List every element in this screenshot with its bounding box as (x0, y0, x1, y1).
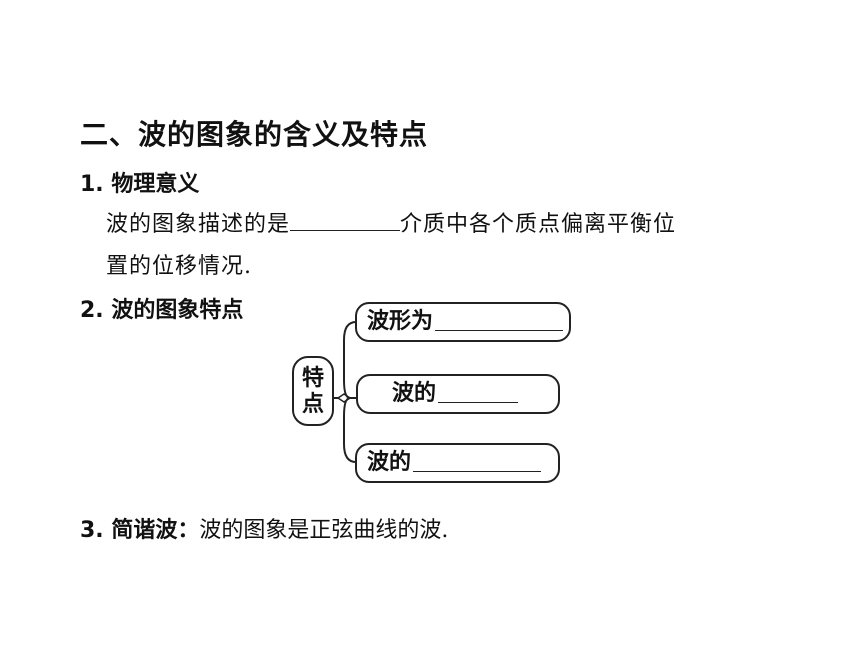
branch-3-label: 波的 (367, 450, 412, 475)
branch-1-label: 波形为 (367, 309, 434, 334)
branch-1: 波形为 (355, 302, 571, 342)
section1-title: 1. 物理意义 (80, 172, 200, 197)
section3-line: 3. 简谐波：波的图象是正弦曲线的波. (80, 512, 448, 544)
section1-line1: 波的图象描述的是 介质中各个质点偏离平衡位 (106, 206, 676, 238)
branch-3: 波的 (355, 443, 560, 483)
section-heading: 二、波的图象的含义及特点 (80, 118, 429, 151)
fill-blank-1 (290, 208, 401, 231)
root-char-1: 特 (301, 366, 324, 391)
branch-2-label: 波的 (392, 381, 437, 406)
section3-title: 3. 简谐波： (80, 518, 200, 543)
branch-3-blank (413, 445, 542, 472)
section1-line1-before: 波的图象描述的是 (106, 212, 291, 237)
diagram-root-node: 特 点 (292, 356, 334, 426)
section3-text: 波的图象是正弦曲线的波. (199, 518, 449, 543)
section1-line2: 置的位移情况. (106, 254, 252, 279)
branch-2-blank (438, 376, 519, 403)
section2-title: 2. 波的图象特点 (80, 298, 244, 323)
section1-line1-after: 介质中各个质点偏离平衡位 (400, 212, 677, 237)
branch-2: 波的 (356, 374, 560, 414)
root-char-2: 点 (301, 392, 324, 417)
branch-1-blank (435, 304, 564, 331)
